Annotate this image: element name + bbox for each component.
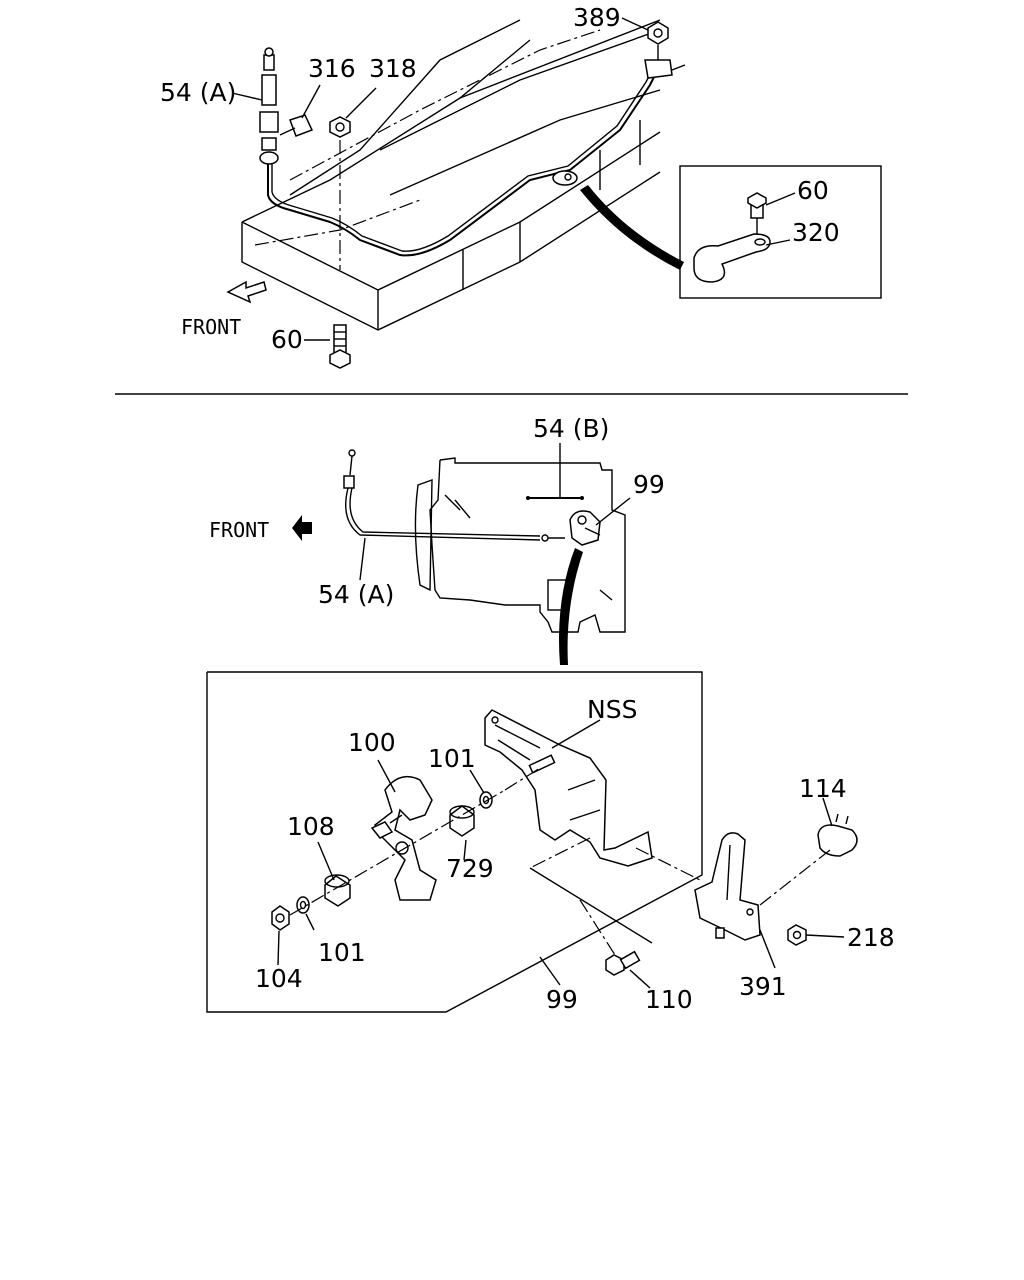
- nut-104: [271, 905, 290, 931]
- detail-pointer-top: [580, 185, 684, 270]
- front-label-mid: FRONT: [209, 518, 269, 542]
- frame-routing-view: 389 54 (A) 316 318 60 60 320 FRONT: [160, 3, 882, 369]
- leader-lines-top: [231, 17, 796, 341]
- cable-clamp-mid: [552, 170, 578, 186]
- cable-54a-engine: [343, 449, 565, 542]
- label-104: 104: [255, 964, 303, 993]
- bracket-391: [694, 832, 761, 941]
- label-218: 218: [847, 923, 895, 952]
- exploded-view: NSS 100 101 108 729 101 104 99 110 114 2…: [206, 671, 895, 1014]
- label-100: 100: [348, 728, 396, 757]
- label-99-engine: 99: [633, 470, 665, 499]
- bracket-nss: [484, 709, 653, 867]
- label-389: 389: [573, 3, 621, 32]
- sleeve-108: [324, 874, 351, 907]
- detail-pointer-mid: [559, 548, 583, 665]
- label-729: 729: [446, 854, 494, 883]
- label-99-exploded: 99: [546, 985, 578, 1014]
- cable-end-fitting: [259, 47, 279, 165]
- label-318: 318: [369, 54, 417, 83]
- nut-318: [329, 116, 351, 138]
- engine-block-outline: [414, 457, 626, 633]
- cable-54a-route: [267, 62, 661, 257]
- nut-389: [644, 21, 686, 79]
- label-60-bottom: 60: [271, 325, 303, 354]
- washer-101-upper: [479, 791, 493, 809]
- frame-rail: [241, 19, 661, 331]
- label-54a-engine: 54 (A): [318, 580, 394, 609]
- label-54b: 54 (B): [533, 414, 609, 443]
- label-316: 316: [308, 54, 356, 83]
- label-nss: NSS: [587, 695, 637, 724]
- lever-100: [370, 775, 437, 901]
- clip-114: [817, 813, 858, 857]
- label-391: 391: [739, 972, 787, 1001]
- front-label-top: FRONT: [181, 315, 241, 339]
- label-60-inset: 60: [797, 176, 829, 205]
- label-54a-top: 54 (A): [160, 78, 236, 107]
- label-101-lower: 101: [318, 938, 366, 967]
- sleeve-729: [449, 805, 475, 837]
- engine-view: 54 (B) 99 54 (A) FRONT: [209, 414, 665, 665]
- label-101-upper: 101: [428, 744, 476, 773]
- clip-316: [279, 114, 314, 137]
- bolt-110: [605, 950, 641, 976]
- leader-lines-bottom: [277, 719, 845, 989]
- exploded-frame: [206, 671, 703, 1013]
- detail-inset-clamp: [679, 165, 882, 299]
- front-arrow-mid: [292, 515, 312, 541]
- leader-lines-mid: [359, 443, 631, 581]
- lever-assembly-99-small: [569, 510, 601, 546]
- bolt-60-bottom: [329, 324, 351, 369]
- nut-218: [787, 924, 807, 946]
- label-108: 108: [287, 812, 335, 841]
- assembly-lines: [289, 767, 831, 956]
- front-arrow-top: [226, 280, 267, 304]
- label-110: 110: [645, 985, 693, 1014]
- label-114: 114: [799, 774, 847, 803]
- label-320: 320: [792, 218, 840, 247]
